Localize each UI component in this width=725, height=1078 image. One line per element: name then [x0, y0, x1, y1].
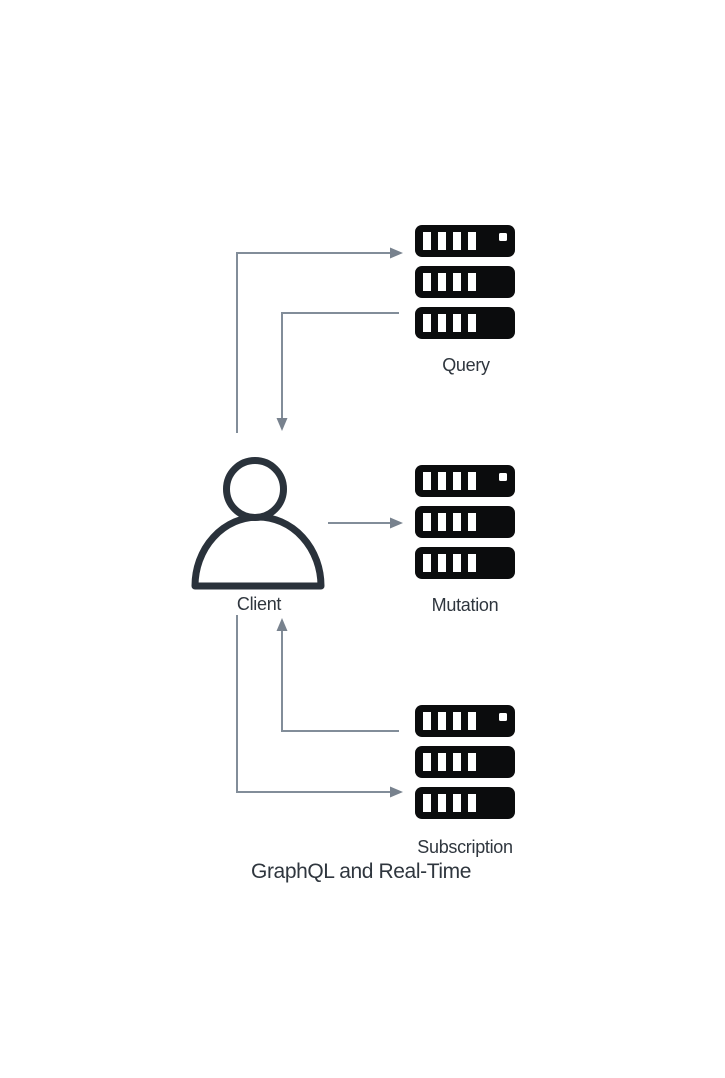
- edge-client-to-query: [236, 252, 391, 433]
- diagram-title: GraphQL and Real-Time: [251, 860, 471, 883]
- mutation-label: Mutation: [431, 595, 499, 615]
- edge-query-to-client: [281, 312, 399, 418]
- edge-client-to-subscription: [236, 615, 390, 793]
- person-icon: [189, 450, 327, 591]
- client-label: Client: [236, 594, 282, 614]
- arrowhead-right-query: [390, 247, 403, 259]
- server-stack-icon: [415, 465, 515, 579]
- arrowhead-up-client: [276, 618, 288, 631]
- subscription-label: Subscription: [417, 837, 513, 857]
- server-stack-icon: [415, 225, 515, 339]
- query-label: Query: [442, 355, 490, 375]
- arrowhead-right-mutation: [390, 517, 403, 529]
- server-stack-icon: [415, 705, 515, 819]
- arrowhead-down-client: [276, 418, 288, 431]
- edge-subscription-to-client: [281, 631, 399, 732]
- arrowhead-right-subscription: [390, 786, 403, 798]
